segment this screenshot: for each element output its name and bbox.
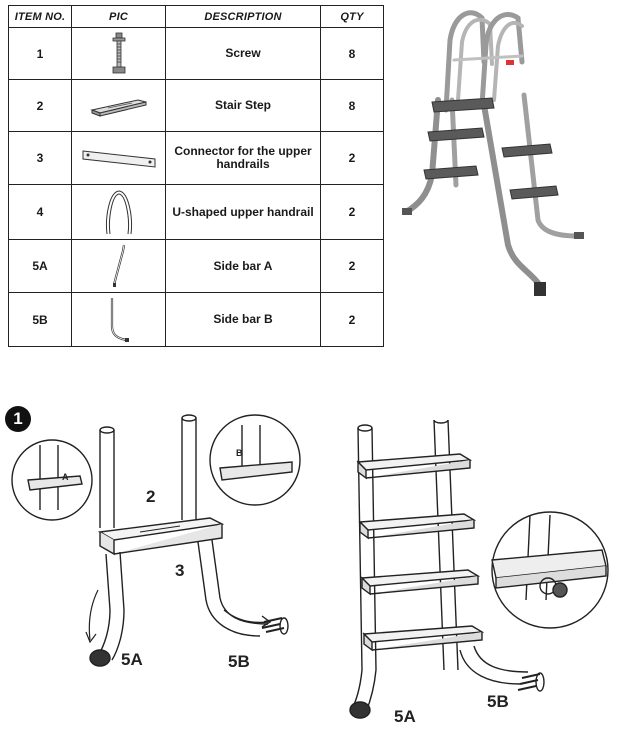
- assembly-diagram-right: [349, 420, 609, 719]
- header-pic: PIC: [71, 5, 166, 28]
- pic-cell: [71, 131, 166, 185]
- description-cell: Side bar A: [165, 239, 321, 293]
- description-cell: Side bar B: [165, 292, 321, 347]
- description-cell: U-shaped upper handrail: [165, 184, 321, 240]
- table-row: 1 Screw 8: [8, 27, 384, 80]
- pic-cell: [71, 292, 166, 347]
- qty-cell: 8: [320, 79, 384, 132]
- header-description: DESCRIPTION: [165, 5, 321, 28]
- description-cell: Screw: [165, 27, 321, 80]
- item-number: 5A: [8, 239, 72, 293]
- callout-label-a: A: [62, 472, 69, 482]
- item-number: 4: [8, 184, 72, 240]
- ladder-photo: [402, 10, 584, 296]
- pic-cell: [71, 79, 166, 132]
- label-side-bar-5a-left: 5A: [121, 650, 143, 669]
- step-number-badge: 1: [5, 406, 31, 432]
- label-side-bar-5a-right: 5A: [394, 707, 416, 726]
- pic-cell: [71, 239, 166, 293]
- screw-icon: [112, 32, 125, 73]
- assembly-diagram-left: [11, 414, 301, 667]
- qty-cell: 2: [320, 292, 384, 347]
- u-handrail-icon: [105, 190, 132, 235]
- callout-label-b: B: [236, 448, 243, 458]
- table-row: 5B Side bar B 2: [8, 292, 384, 347]
- header-item-no: ITEM NO.: [8, 5, 72, 28]
- table-row: 2 Stair Step 8: [8, 79, 384, 132]
- description-cell: Stair Step: [165, 79, 321, 132]
- label-part-3: 3: [175, 561, 185, 580]
- side-bar-a-icon: [112, 244, 125, 287]
- pic-cell: [71, 184, 166, 240]
- qty-cell: 2: [320, 131, 384, 185]
- qty-cell: 2: [320, 239, 384, 293]
- item-number: 5B: [8, 292, 72, 347]
- item-number: 1: [8, 27, 72, 80]
- qty-cell: 8: [320, 27, 384, 80]
- table-row: 4 U-shaped upper handrail 2: [8, 184, 384, 240]
- qty-cell: 2: [320, 184, 384, 240]
- table-row: 3 Connector for the upper handrails 2: [8, 131, 384, 185]
- parts-table: ITEM NO. PIC DESCRIPTION QTY 1 Screw 8 2: [8, 5, 384, 347]
- stair-step-icon: [89, 98, 146, 117]
- side-bar-b-icon: [110, 297, 129, 342]
- item-number: 2: [8, 79, 72, 132]
- header-qty: QTY: [320, 5, 384, 28]
- label-part-2: 2: [146, 487, 156, 506]
- description-cell: Connector for the upper handrails: [165, 131, 321, 185]
- pic-cell: [71, 27, 166, 80]
- label-side-bar-5b-right: 5B: [487, 692, 509, 711]
- table-header-row: ITEM NO. PIC DESCRIPTION QTY: [8, 5, 384, 28]
- item-number: 3: [8, 131, 72, 185]
- connector-icon: [82, 150, 155, 168]
- label-side-bar-5b-left: 5B: [228, 652, 250, 671]
- table-row: 5A Side bar A 2: [8, 239, 384, 293]
